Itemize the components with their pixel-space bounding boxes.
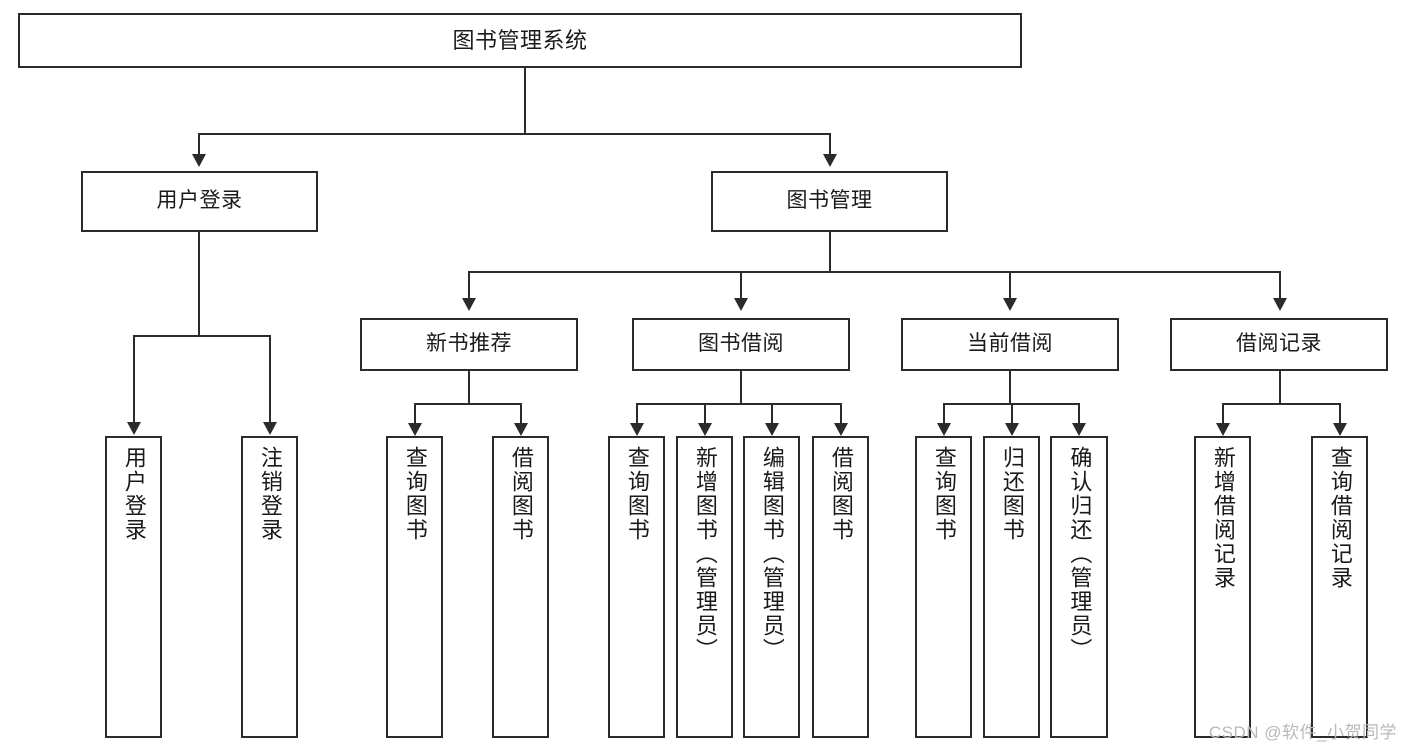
connector-borrow-records-bus bbox=[1222, 403, 1341, 405]
leaf-edit-book-admin[interactable]: 编辑图书（管理员） bbox=[743, 436, 800, 738]
connector-book-borrow-trunk bbox=[740, 371, 742, 403]
leaf-query-book-borrow[interactable]: 查询图书 bbox=[608, 436, 665, 738]
leaf-logout[interactable]: 注销登录 bbox=[241, 436, 298, 738]
node-label: 当前借阅 bbox=[967, 332, 1053, 356]
arrow-to-leaf-confirm-return bbox=[1072, 423, 1086, 436]
node-book-borrow[interactable]: 图书借阅 bbox=[632, 318, 850, 371]
node-book-management-system[interactable]: 图书管理系统 bbox=[18, 13, 1022, 68]
connector-book-borrow-bus bbox=[636, 403, 841, 405]
node-label: 借阅记录 bbox=[1236, 332, 1322, 356]
leaf-query-book-new-books[interactable]: 查询图书 bbox=[386, 436, 443, 738]
node-new-book-recommend[interactable]: 新书推荐 bbox=[360, 318, 578, 371]
arrow-to-leaf-user-login bbox=[127, 422, 141, 435]
node-label: 注销登录 bbox=[257, 446, 283, 542]
node-current-borrow[interactable]: 当前借阅 bbox=[901, 318, 1119, 371]
node-label: 归还图书 bbox=[999, 446, 1025, 542]
connector-bm-to-current-borrow bbox=[1009, 271, 1011, 299]
node-label: 查询图书 bbox=[402, 446, 428, 542]
leaf-borrow-book-new-books[interactable]: 借阅图书 bbox=[492, 436, 549, 738]
node-user-login[interactable]: 用户登录 bbox=[81, 171, 318, 232]
node-label: 借阅图书 bbox=[828, 446, 854, 542]
leaf-return-book[interactable]: 归还图书 bbox=[983, 436, 1040, 738]
node-label: 查询借阅记录 bbox=[1327, 446, 1353, 590]
connector-new-books-to-leaf-1 bbox=[414, 403, 416, 424]
node-label: 新书推荐 bbox=[426, 332, 512, 356]
arrow-to-book-management bbox=[823, 154, 837, 167]
node-label: 查询图书 bbox=[931, 446, 957, 542]
arrow-to-borrow-records bbox=[1273, 298, 1287, 311]
node-label: 新增图书（管理员） bbox=[692, 446, 718, 662]
arrow-to-leaf-borrow-book-bb bbox=[834, 423, 848, 436]
connector-new-books-bus bbox=[414, 403, 522, 405]
connector-bb-to-leaf-2 bbox=[704, 403, 706, 424]
connector-bb-to-leaf-3 bbox=[771, 403, 773, 424]
node-label: 图书借阅 bbox=[698, 332, 784, 356]
connector-current-borrow-trunk bbox=[1009, 371, 1011, 403]
node-label: 查询图书 bbox=[624, 446, 650, 542]
connector-user-login-to-leaf-1 bbox=[133, 335, 135, 423]
arrow-to-leaf-query-record bbox=[1333, 423, 1347, 436]
connector-root-to-user-login bbox=[198, 133, 200, 155]
leaf-query-book-current[interactable]: 查询图书 bbox=[915, 436, 972, 738]
connector-bm-to-book-borrow bbox=[740, 271, 742, 299]
node-label: 编辑图书（管理员） bbox=[759, 446, 785, 662]
connector-root-to-book-management bbox=[829, 133, 831, 155]
connector-book-management-bus bbox=[468, 271, 1281, 273]
node-label: 借阅图书 bbox=[508, 446, 534, 542]
arrow-to-user-login bbox=[192, 154, 206, 167]
node-label: 用户登录 bbox=[156, 189, 243, 213]
connector-br-to-leaf-2 bbox=[1339, 403, 1341, 424]
arrow-to-leaf-return-book bbox=[1005, 423, 1019, 436]
leaf-add-borrow-record[interactable]: 新增借阅记录 bbox=[1194, 436, 1251, 738]
arrow-to-book-borrow bbox=[734, 298, 748, 311]
arrow-to-leaf-logout bbox=[263, 422, 277, 435]
connector-user-login-trunk bbox=[198, 232, 200, 335]
arrow-to-leaf-query-book-bb bbox=[630, 423, 644, 436]
connector-bb-to-leaf-4 bbox=[840, 403, 842, 424]
leaf-add-book-admin[interactable]: 新增图书（管理员） bbox=[676, 436, 733, 738]
node-label: 新增借阅记录 bbox=[1210, 446, 1236, 590]
connector-root-bus bbox=[198, 133, 830, 135]
node-label: 确认归还（管理员） bbox=[1067, 446, 1093, 662]
connector-br-to-leaf-1 bbox=[1222, 403, 1224, 424]
node-label: 图书管理 bbox=[786, 189, 873, 213]
connector-new-books-trunk bbox=[468, 371, 470, 403]
node-book-management[interactable]: 图书管理 bbox=[711, 171, 948, 232]
leaf-user-login[interactable]: 用户登录 bbox=[105, 436, 162, 738]
leaf-borrow-book[interactable]: 借阅图书 bbox=[812, 436, 869, 738]
arrow-to-leaf-query-book-nb bbox=[408, 423, 422, 436]
connector-cb-to-leaf-2 bbox=[1011, 403, 1013, 424]
arrow-to-leaf-add-book bbox=[698, 423, 712, 436]
connector-cb-to-leaf-3 bbox=[1078, 403, 1080, 424]
arrow-to-new-books bbox=[462, 298, 476, 311]
arrow-to-leaf-add-record bbox=[1216, 423, 1230, 436]
connector-bm-to-borrow-records bbox=[1279, 271, 1281, 299]
arrow-to-leaf-edit-book bbox=[765, 423, 779, 436]
leaf-query-borrow-record[interactable]: 查询借阅记录 bbox=[1311, 436, 1368, 738]
connector-new-books-to-leaf-2 bbox=[520, 403, 522, 424]
connector-bm-to-new-books bbox=[468, 271, 470, 299]
arrow-to-leaf-query-book-cb bbox=[937, 423, 951, 436]
connector-user-login-bus bbox=[133, 335, 271, 337]
leaf-confirm-return-admin[interactable]: 确认归还（管理员） bbox=[1050, 436, 1108, 738]
connector-root-trunk bbox=[524, 68, 526, 133]
connector-bb-to-leaf-1 bbox=[636, 403, 638, 424]
arrow-to-leaf-borrow-book-nb bbox=[514, 423, 528, 436]
arrow-to-current-borrow bbox=[1003, 298, 1017, 311]
connector-book-management-trunk bbox=[829, 232, 831, 271]
node-label: 图书管理系统 bbox=[452, 27, 588, 53]
node-label: 用户登录 bbox=[121, 446, 147, 542]
node-borrow-records[interactable]: 借阅记录 bbox=[1170, 318, 1388, 371]
connector-cb-to-leaf-1 bbox=[943, 403, 945, 424]
connector-borrow-records-trunk bbox=[1279, 371, 1281, 403]
connector-user-login-to-leaf-2 bbox=[269, 335, 271, 423]
